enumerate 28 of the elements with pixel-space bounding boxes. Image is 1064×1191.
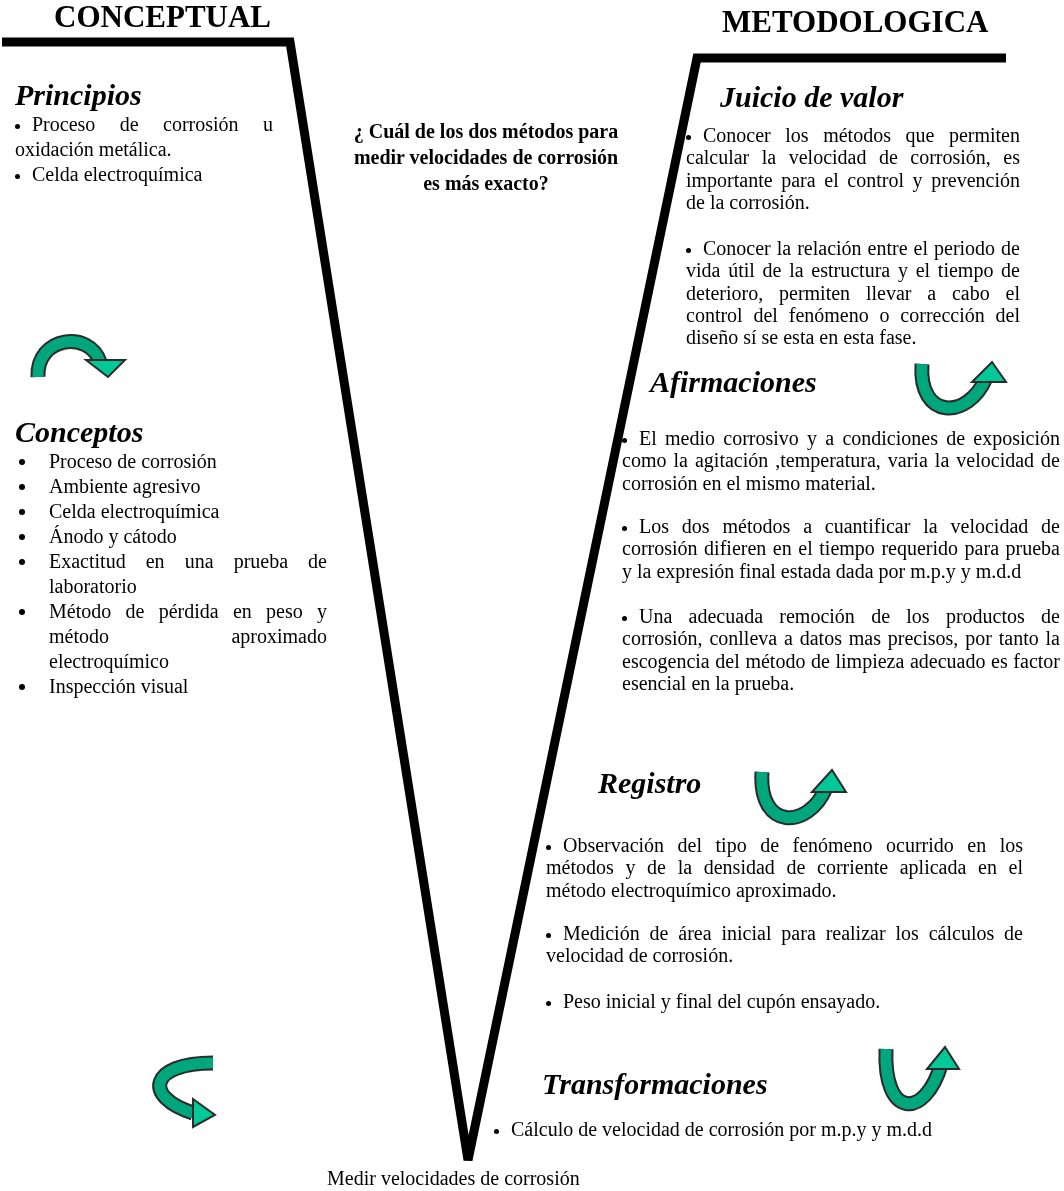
category-heading: Principios (15, 78, 142, 112)
bullet-text: Los dos métodos a cuantificar la velocidad de corrosión difieren en el tiempo requerido para prueba y la expresión final estada dada por m.p.y y m.d.d (622, 515, 1060, 582)
focus-question: ¿ Cuál de los dos métodos para medir velocidades de corrosión es más exacto? (352, 119, 620, 196)
bullet-text: Celda electroquímica (15, 162, 273, 187)
bullet-text: Medición de área inicial para realizar los cálculos de velocidad de corrosión. (546, 922, 1023, 967)
bullet-text: Proceso de corrosión (15, 449, 327, 474)
bullet-text: Ambiente agresivo (15, 474, 327, 499)
bullet-text: Cálculo de velocidad de corrosión por m.p.y y m.d.d (494, 1118, 994, 1141)
category-heading: Transformaciones (542, 1067, 768, 1101)
bullet-text: Proceso de corrosión u oxidación metálica. (15, 112, 273, 162)
bullet-text: Inspección visual (15, 674, 327, 699)
bullet-text: Peso inicial y final del cupón ensayado. (546, 990, 1023, 1013)
category-heading: Juicio de valor (720, 80, 904, 114)
event-text: Medir velocidades de corrosión (327, 1166, 580, 1191)
section-heading: METODOLOGICA (722, 5, 989, 39)
bullet-text: Método de pérdida en peso y método aproximado electroquímico (15, 599, 327, 674)
bullet-text: Una adecuada remoción de los productos de corrosión, conlleva a datos mas precisos, por tanto la escogencia del método de limpieza adecuado es factor esencial en la prueba. (622, 605, 1060, 695)
section-heading: CONCEPTUAL (54, 0, 271, 34)
category-heading: Registro (598, 766, 702, 800)
bullet-text: El medio corrosivo y a condiciones de exposición como la agitación ,temperatura, varia la velocidad de corrosión en el mismo material. (622, 427, 1060, 494)
category-heading: Afirmaciones (650, 365, 817, 399)
bullet-text: Exactitud en una prueba de laboratorio (15, 549, 327, 599)
bullet-text: Conocer la relación entre el periodo de vida útil de la estructura y el tiempo de deterioro, permiten llevar a cabo el control del fenómeno o corrección del diseño sí se esta en esta fase. (686, 237, 1020, 349)
category-heading: Conceptos (15, 415, 144, 449)
bullet-text: Ánodo y cátodo (15, 524, 327, 549)
bullet-text: Conocer los métodos que permiten calcular la velocidad de corrosión, es importante para el control y prevención de la corrosión. (686, 124, 1020, 214)
bullet-text: Observación del tipo de fenómeno ocurrido en los métodos y de la densidad de corriente aplicada en el método electroquímico aproximado. (546, 834, 1023, 901)
bullet-text: Celda electroquímica (15, 499, 327, 524)
